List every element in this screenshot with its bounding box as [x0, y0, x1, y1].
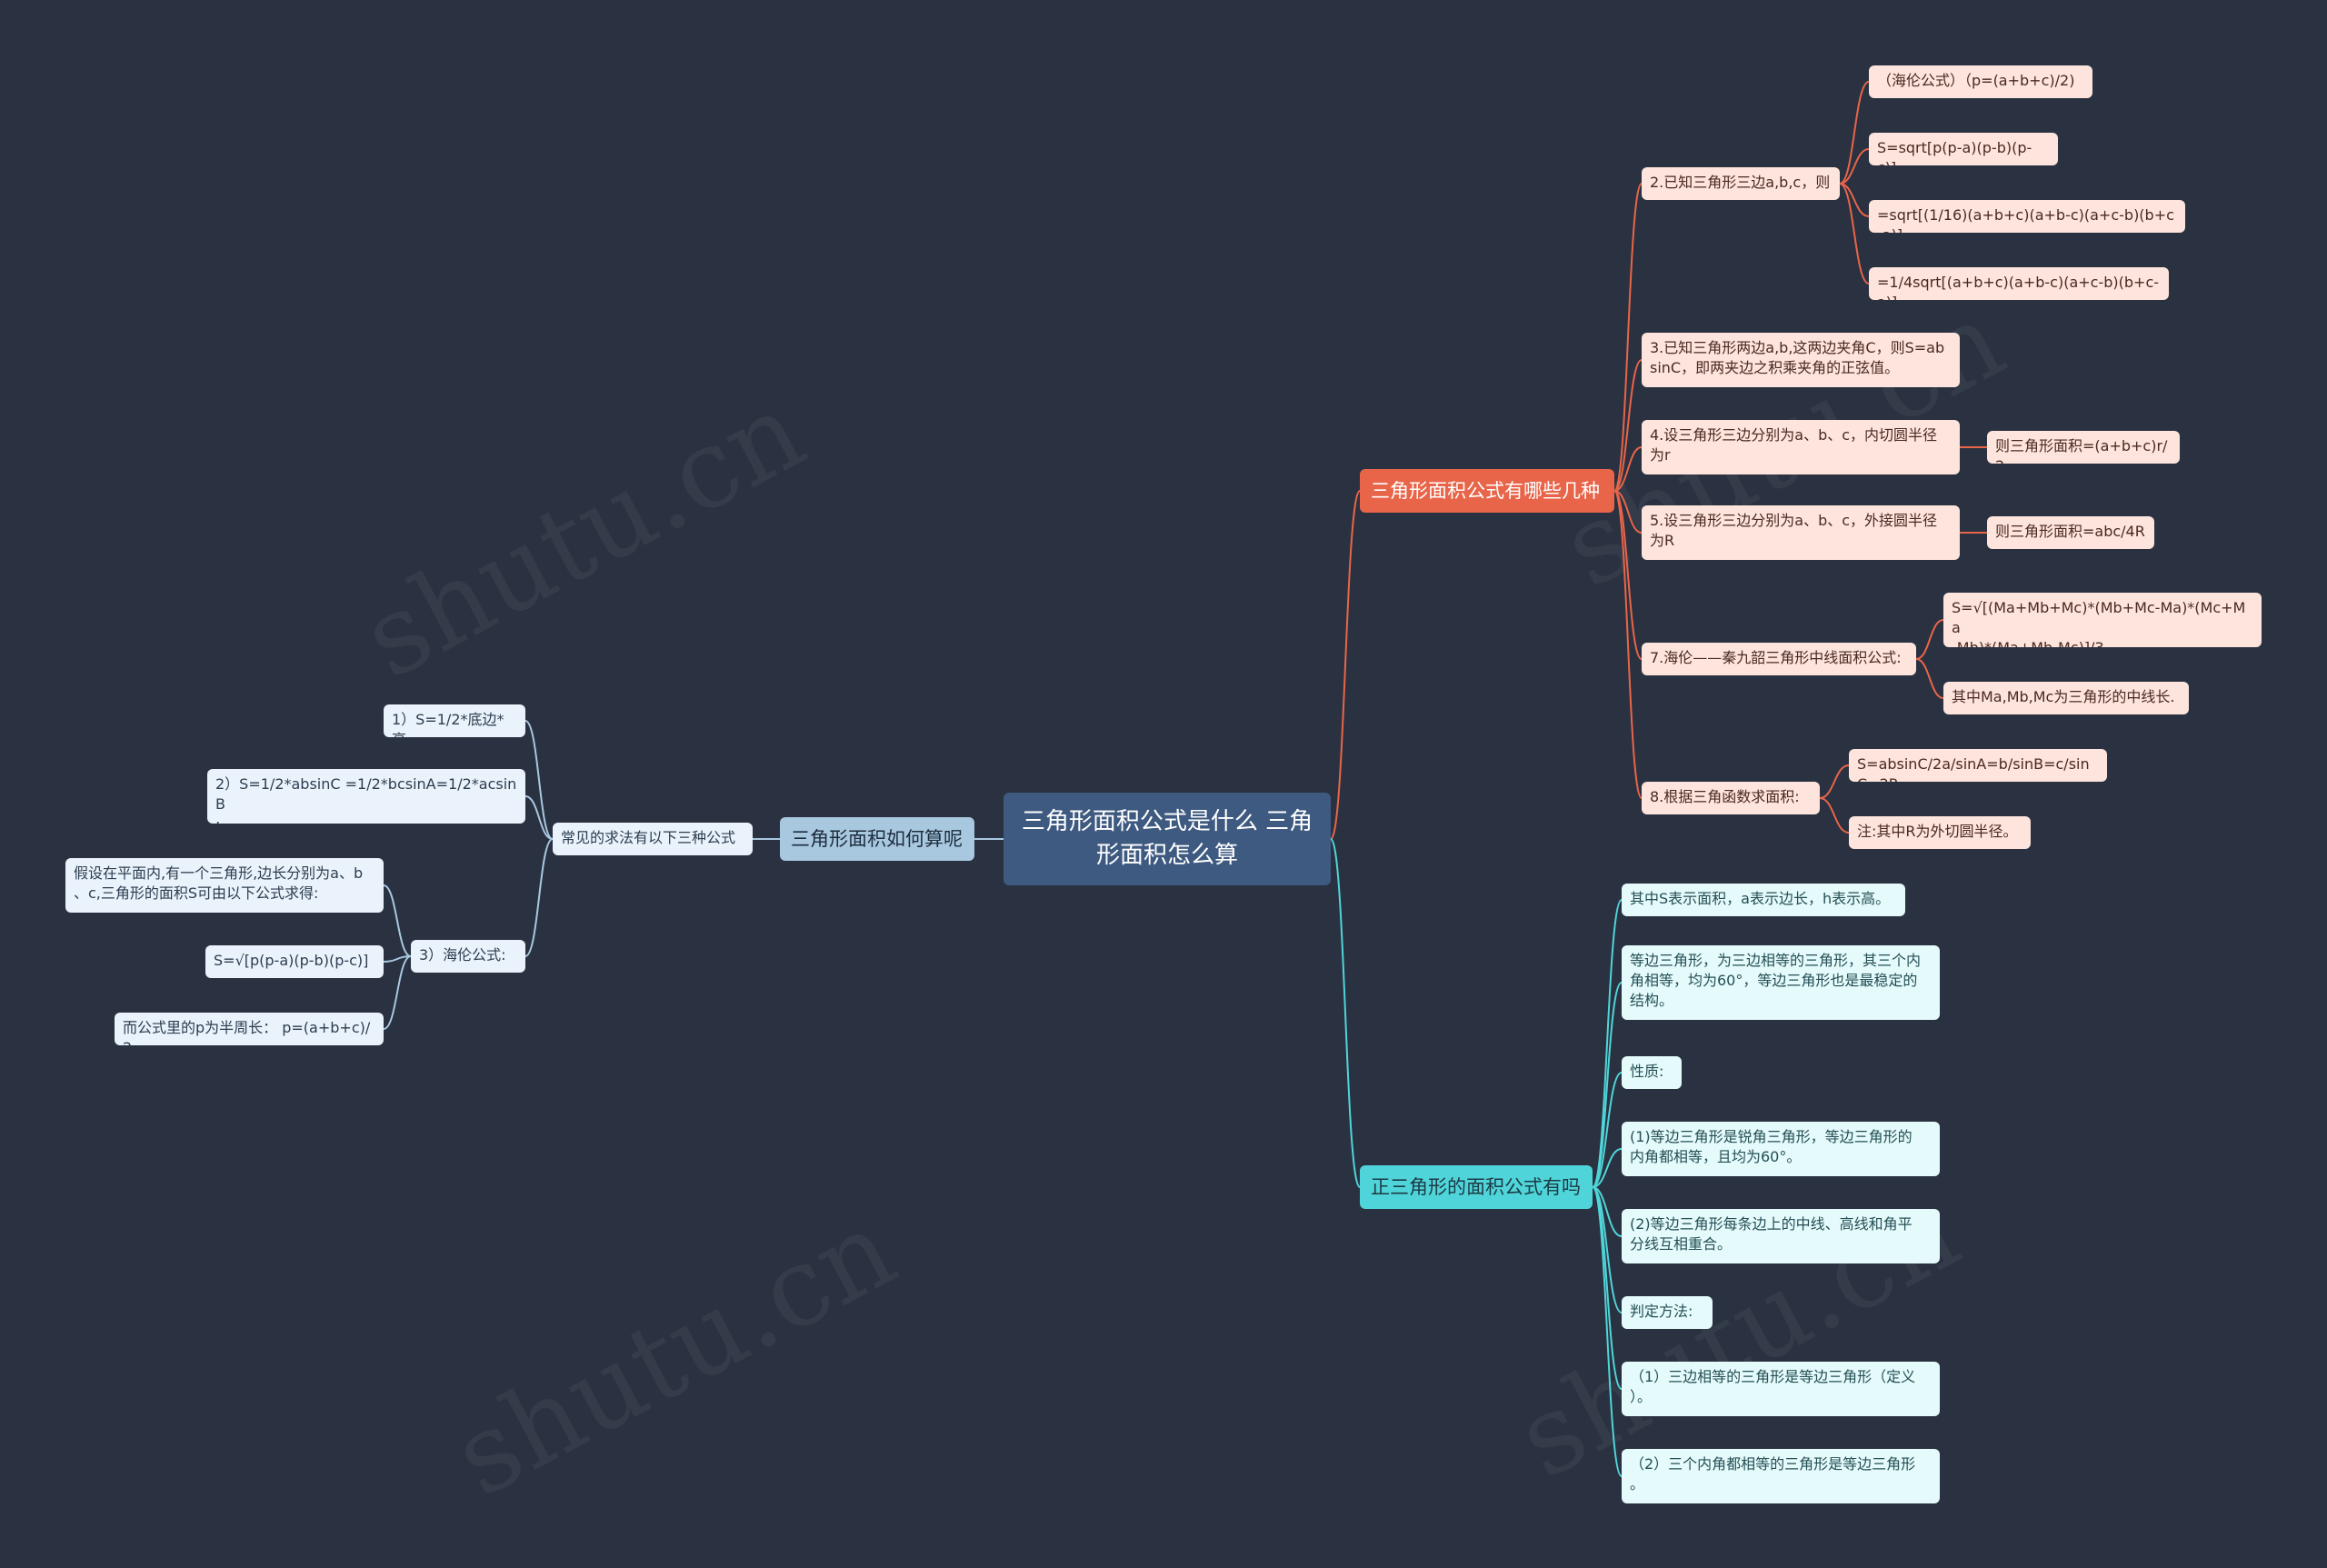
connector-b1_c3 [1613, 446, 1643, 492]
connector-b2 [1330, 838, 1361, 1188]
leaf-heron-assumption[interactable]: 假设在平面内,有一个三角形,边长分别为a、b 、c,三角形的面积S可由以下公式求… [65, 858, 384, 913]
connector-b1_c1_g2 [1839, 148, 1870, 185]
leaf-heron-note[interactable]: （海伦公式）（p=(a+b+c)/2) [1869, 65, 2092, 98]
topic-criterion-2[interactable]: （2）三个内角都相等的三角形是等边三角形 。 [1622, 1449, 1940, 1503]
connector-b1 [1330, 490, 1361, 840]
topic-property-2[interactable]: (2)等边三角形每条边上的中线、高线和角平 分线互相重合。 [1622, 1209, 1940, 1263]
connector-b1_c4 [1613, 490, 1643, 534]
connector-b2_c2 [1592, 982, 1623, 1188]
connector-b2_c4 [1592, 1148, 1623, 1188]
topic-properties[interactable]: 性质: [1622, 1056, 1682, 1089]
connector-b1_c5_g2 [1915, 658, 1944, 699]
topic-criterion-1[interactable]: （1）三边相等的三角形是等边三角形（定义 ）。 [1622, 1362, 1940, 1416]
connector-b3_c1_g3 [524, 838, 554, 957]
leaf-heron-formula[interactable]: S=sqrt[p(p-a)(p-b)(p-c)] [1869, 133, 2058, 165]
leaf-heron-expression[interactable]: S=√[p(p-a)(p-b)(p-c)] [205, 945, 384, 978]
branch-equilateral[interactable]: 正三角形的面积公式有吗 [1360, 1165, 1593, 1209]
connector-b1_c6_g2 [1819, 797, 1850, 834]
connector-b1_c6 [1613, 490, 1643, 799]
branch-how-to-compute[interactable]: 三角形面积如何算呢 [780, 817, 974, 861]
connector-b3_c1_g3_h3 [383, 955, 412, 1030]
leaf-trig-formula[interactable]: S=absinC/2a/sinA=b/sinB=c/sinC=2R [1849, 749, 2107, 782]
topic-circumscribed-radius[interactable]: 5.设三角形三边分别为a、b、c，外接圆半径 为R [1642, 505, 1960, 560]
connector-b1_c6_g1 [1819, 764, 1850, 799]
leaf-heron-title[interactable]: 3）海伦公式: [411, 940, 525, 973]
connector-b1_c1_g4 [1839, 183, 1870, 285]
topic-inscribed-radius[interactable]: 4.设三角形三边分别为a、b、c，内切圆半径 为r [1642, 420, 1960, 474]
central-topic[interactable]: 三角形面积公式是什么 三角形面积怎么算 [1004, 793, 1331, 885]
leaf-semi-perimeter[interactable]: 而公式里的p为半周长： p=(a+b+c)/2 [115, 1013, 384, 1045]
connector-b2_c8 [1592, 1186, 1623, 1477]
connector-b1_c5_g1 [1915, 619, 1944, 660]
topic-median-formula[interactable]: 7.海伦——秦九韶三角形中线面积公式: [1642, 643, 1916, 675]
topic-two-sides-angle[interactable]: 3.已知三角形两边a,b,这两边夹角C，则S=ab sinC，即两夹边之积乘夹角… [1642, 333, 1960, 387]
leaf-sine-formula[interactable]: 2）S=1/2*absinC =1/2*bcsinA=1/2*acsinB ; [207, 769, 525, 824]
connector-b1_c5 [1613, 490, 1643, 660]
leaf-median-area[interactable]: S=√[(Ma+Mb+Mc)*(Mb+Mc-Ma)*(Mc+Ma -Mb)*(M… [1943, 593, 2262, 647]
connector-b1_c2 [1613, 359, 1643, 492]
connector-b3_c1_g2 [524, 795, 554, 840]
topic-three-sides[interactable]: 2.已知三角形三边a,b,c，则 [1642, 167, 1840, 200]
connector-b1_c1_g3 [1839, 183, 1870, 217]
connector-b2_c1 [1592, 899, 1623, 1188]
connector-b2_c7 [1592, 1186, 1623, 1390]
leaf-quarter-sqrt[interactable]: =1/4sqrt[(a+b+c)(a+b-c)(a+c-b)(b+c-a)] [1869, 267, 2169, 300]
topic-symbol-meaning[interactable]: 其中S表示面积，a表示边长，h表示高。 [1622, 884, 1905, 916]
topic-property-1[interactable]: (1)等边三角形是锐角三角形，等边三角形的 内角都相等，且均为60°。 [1622, 1122, 1940, 1176]
leaf-trig-note[interactable]: 注:其中R为外切圆半径。 [1849, 816, 2031, 849]
connector-b3_c1_g3_h2 [383, 955, 412, 963]
connector-b3_c1_g3_h1 [383, 884, 412, 957]
connector-b2_c3 [1592, 1072, 1623, 1188]
leaf-inscribed-area[interactable]: 则三角形面积=(a+b+c)r/2 [1987, 431, 2180, 464]
leaf-circumscribed-area[interactable]: 则三角形面积=abc/4R [1987, 516, 2154, 549]
topic-trig-area[interactable]: 8.根据三角函数求面积: [1642, 782, 1820, 814]
topic-equilateral-definition[interactable]: 等边三角形，为三边相等的三角形，其三个内 角相等，均为60°，等边三角形也是最稳… [1622, 945, 1940, 1020]
topic-criteria[interactable]: 判定方法: [1622, 1296, 1713, 1329]
leaf-median-note[interactable]: 其中Ma,Mb,Mc为三角形的中线长. [1943, 682, 2189, 714]
connector-b2_c5 [1592, 1186, 1623, 1237]
connector-b1_c1 [1613, 183, 1643, 492]
leaf-sqrt-expansion[interactable]: =sqrt[(1/16)(a+b+c)(a+b-c)(a+c-b)(b+c-a)… [1869, 200, 2185, 233]
branch-formula-types[interactable]: 三角形面积公式有哪些几种 [1360, 469, 1614, 513]
central-topic-label: 三角形面积公式是什么 三角形面积怎么算 [1021, 808, 1313, 869]
connector-b1_c1_g1 [1839, 81, 1870, 185]
connector-b3_c1_g1 [524, 720, 554, 840]
leaf-base-height[interactable]: 1）S=1/2*底边*高; [384, 704, 525, 737]
topic-common-formulas[interactable]: 常见的求法有以下三种公式 [553, 823, 753, 855]
